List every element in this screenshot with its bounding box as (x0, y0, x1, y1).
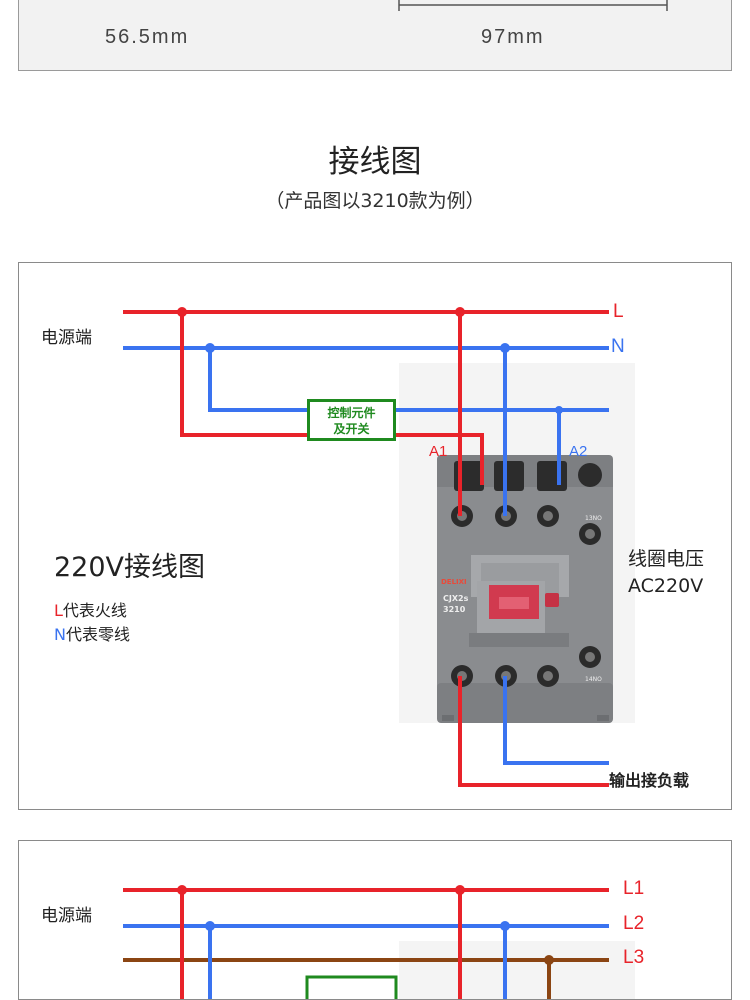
legend-live-text: 代表火线 (62, 601, 127, 620)
control-box-line2: 及开关 (333, 422, 370, 436)
wiring-diagram-380v: 电源端 L1 L2 L3 (18, 840, 732, 1000)
terminal-a2-label: A2 (569, 443, 588, 460)
contactor-image (399, 363, 635, 723)
dimension-panel: 56.5mm 97mm (18, 0, 732, 71)
dimension-right: 97mm (481, 26, 545, 48)
control-switch-box: 控制元件 及开关 (307, 399, 396, 441)
coil-voltage-label: 线圈电压 AC220V (628, 546, 704, 600)
live-output (458, 676, 609, 787)
aux-bottom-label: 14NO (585, 676, 602, 683)
legend-neutral-text: 代表零线 (65, 625, 130, 644)
section-title: 接线图 (328, 144, 422, 180)
tag-l: L (613, 301, 624, 322)
legend-neutral: N代表零线 (54, 621, 130, 645)
brand-label: DELIXI (441, 578, 467, 586)
tag-n: N (611, 336, 625, 357)
model-label: CJX2s (443, 594, 469, 603)
wiring-svg: DELIXI CJX2s 3210 13NO 14NO (123, 307, 635, 787)
output-load-label: 输出接负载 (609, 771, 690, 790)
power-source-label-2: 电源端 (41, 906, 92, 926)
code-label: 3210 (443, 605, 466, 614)
legend-live: L代表火线 (54, 597, 127, 621)
tag-l2: L2 (623, 913, 645, 934)
neutral-branch (208, 348, 609, 412)
wiring-diagram-220v: DELIXI CJX2s 3210 13NO 14NO 电源端 L N 控制元件… (18, 262, 732, 810)
coil-voltage-line1: 线圈电压 (628, 548, 705, 570)
diagram-title: 220V接线图 (54, 552, 206, 583)
control-box-line1: 控制元件 (327, 406, 376, 420)
neutral-output (503, 676, 609, 765)
section-subtitle: （产品图以3210款为例） (265, 190, 485, 212)
dimension-left: 56.5mm (105, 26, 190, 48)
tag-l3: L3 (623, 947, 645, 968)
terminal-a1-label: A1 (429, 443, 448, 460)
power-source-label: 电源端 (41, 328, 92, 348)
aux-top-label: 13NO (585, 515, 602, 522)
legend-live-letter: L (54, 601, 63, 620)
dimension-arrow (398, 0, 668, 11)
legend-neutral-letter: N (54, 625, 66, 644)
tag-l1: L1 (623, 878, 645, 899)
coil-voltage-line2: AC220V (628, 575, 704, 597)
control-switch-box-2 (305, 975, 398, 999)
